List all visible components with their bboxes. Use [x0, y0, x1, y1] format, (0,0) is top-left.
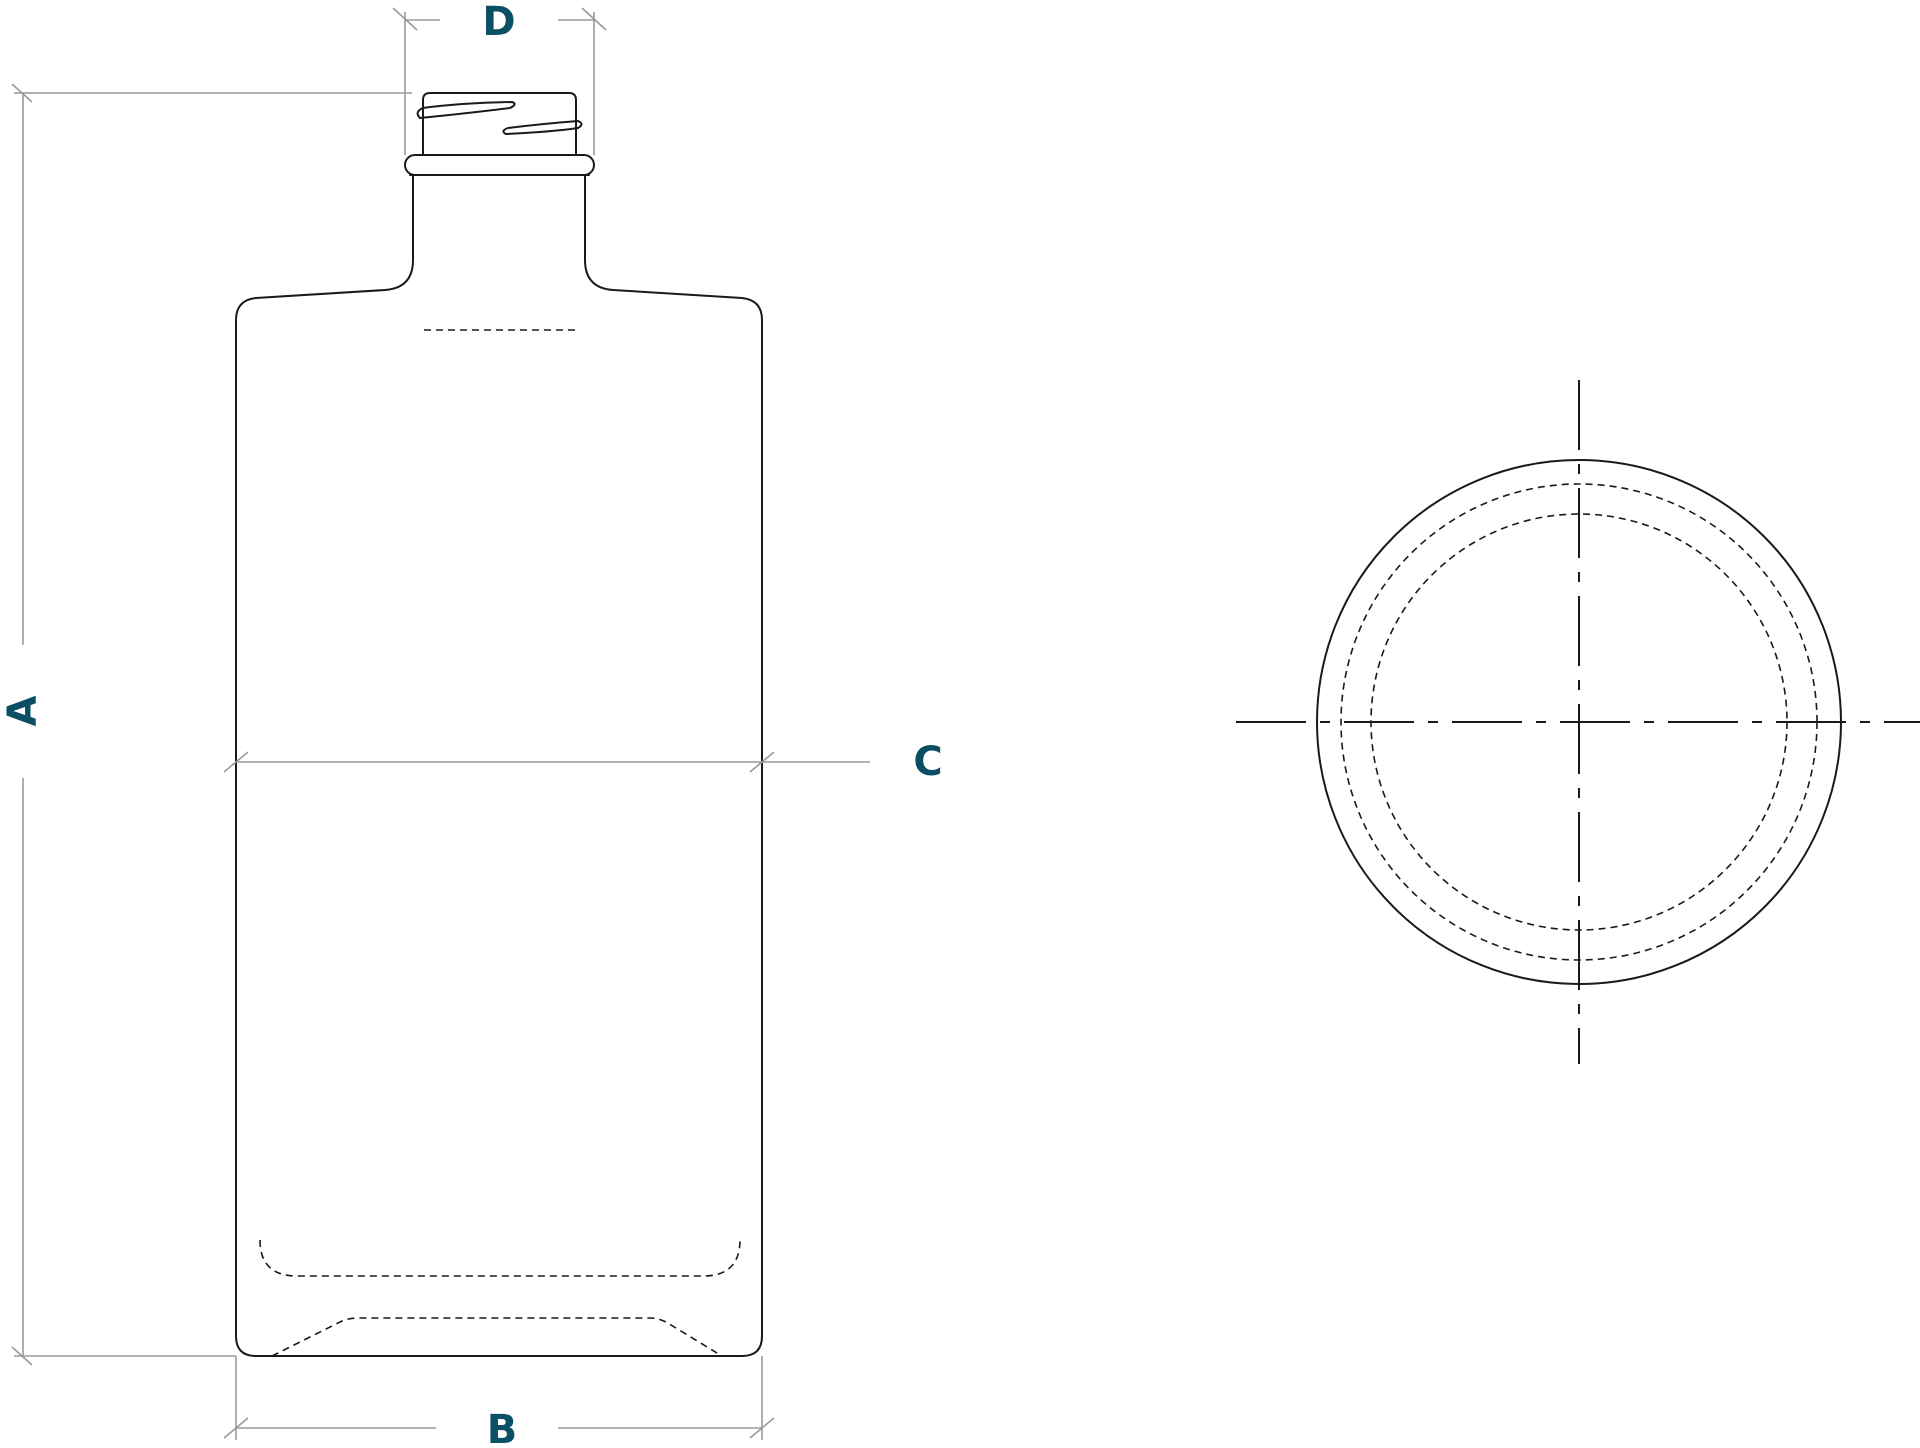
dim-d-tick-left	[392, 7, 418, 31]
label-d: D	[482, 0, 515, 45]
thread-upper	[416, 101, 516, 119]
dim-a-tick-bottom	[11, 1346, 33, 1366]
dim-c-tick-right	[749, 751, 775, 773]
label-b: B	[487, 1407, 518, 1448]
dimension-d	[392, 7, 607, 155]
dim-c-tick-left	[223, 751, 249, 773]
label-c: C	[913, 739, 942, 785]
neck-ring	[404, 154, 595, 176]
dimension-a	[11, 83, 412, 1366]
bottle-top-view	[1236, 380, 1920, 1064]
dimension-b	[223, 1356, 775, 1440]
bottle-finish	[422, 92, 577, 156]
dim-b-tick-left	[223, 1417, 249, 1439]
dim-b-tick-right	[749, 1417, 775, 1439]
label-a: A	[0, 695, 46, 726]
bottle-body-outline	[235, 174, 763, 1357]
label-panel-hidden-line	[259, 1239, 741, 1277]
dim-a-tick-top	[11, 83, 33, 103]
dim-d-tick-right	[581, 7, 607, 31]
thread-lower	[502, 120, 583, 135]
push-up-base-hidden-line	[271, 1317, 723, 1357]
bottle-side-view	[235, 92, 763, 1357]
dimension-c	[223, 751, 870, 773]
